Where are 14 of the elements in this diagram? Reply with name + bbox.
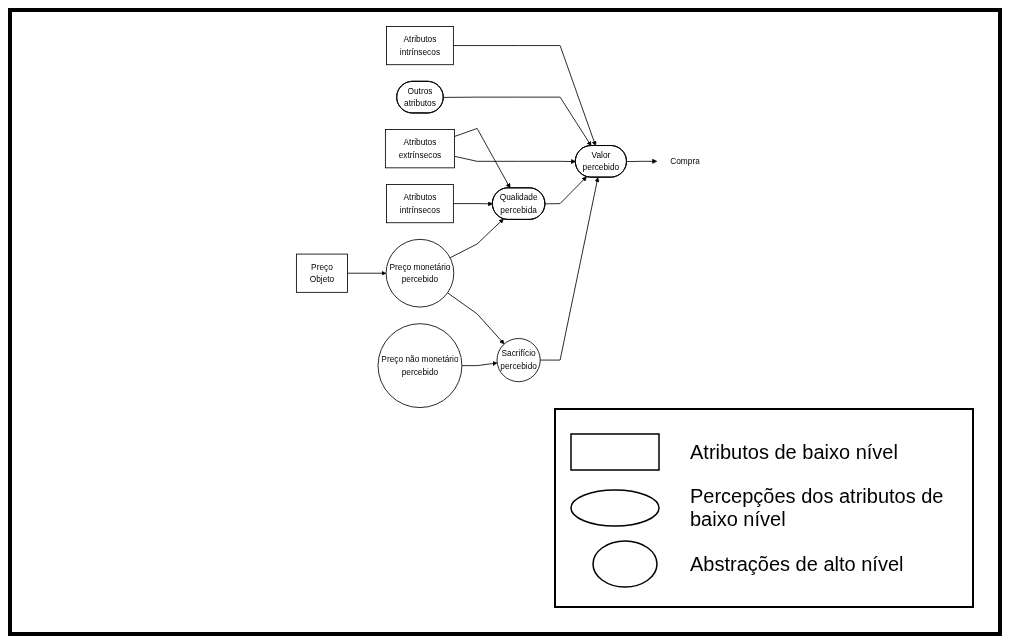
outcome-text: Compra xyxy=(670,156,701,166)
attribute-box: Atributos intrínsecos xyxy=(386,26,455,66)
perception-ellipse: Qualidade percebida xyxy=(492,187,546,220)
attribute-box: Preço Objeto xyxy=(296,253,349,293)
abstraction-circle: Preço não monetário percebido xyxy=(377,323,463,408)
perception-ellipse: Outros atributos xyxy=(396,80,444,114)
abstraction-circle: Sacrifício percebido xyxy=(496,338,541,383)
legend-label: Abstrações de alto nível xyxy=(690,552,904,576)
attribute-box: Atributos intrínsecos xyxy=(386,184,455,224)
abstraction-circle: Preço monetário percebido xyxy=(385,238,455,308)
perception-ellipse: Valor percebido xyxy=(575,145,628,178)
legend-label: Atributos de baixo nível xyxy=(690,440,898,464)
attribute-box: Atributos extrínsecos xyxy=(385,129,456,169)
legend-label: Percepções dos atributos de baixo nível xyxy=(690,485,945,531)
